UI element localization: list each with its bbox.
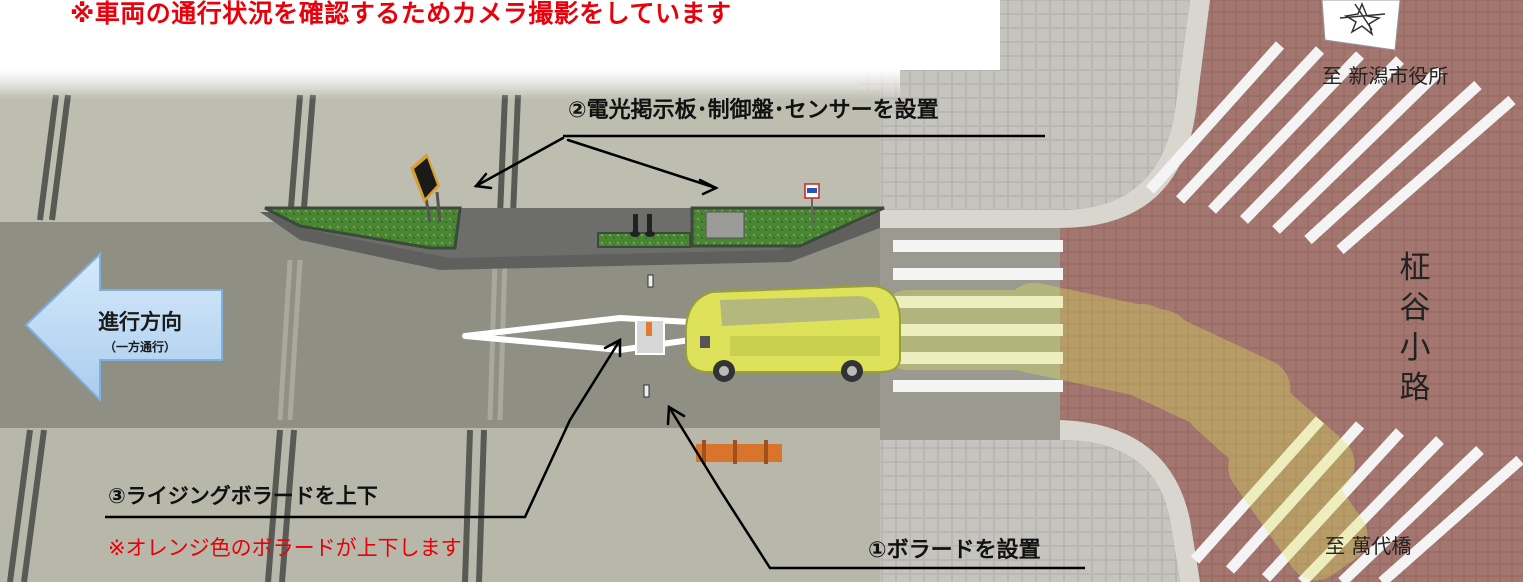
destination-north: 至 新潟市役所 [1322, 64, 1449, 88]
traffic-sign-icon [804, 183, 820, 225]
rising-bollard-note: ※オレンジ色のボラードが上下します [108, 536, 462, 560]
destination-south: 至 萬代橋 [1325, 534, 1412, 558]
callout-bollard-install: ①ボラードを設置 [868, 538, 1041, 563]
header-band [0, 0, 1000, 70]
crosswalk-bottom [1190, 416, 1523, 582]
callout-lines [105, 134, 1085, 570]
electronic-signboard-icon [410, 153, 442, 223]
sensor-posts [630, 214, 655, 237]
crosswalk-top [1145, 41, 1516, 255]
street-name: 柾谷小路 [1399, 250, 1431, 406]
direction-label: 進行方向 [98, 310, 182, 334]
planter-mid [597, 232, 691, 248]
bollard-bottom [643, 384, 650, 398]
sidewalk-bottom [0, 428, 880, 582]
crosswalk-near [893, 240, 1063, 392]
car-icon [684, 284, 901, 382]
bollard-icon [646, 322, 652, 336]
road [0, 222, 880, 428]
callout-sign-install: ②電光掲示板･制御盤･センサーを設置 [568, 98, 939, 123]
header-fade [0, 70, 900, 100]
callout-arrows [473, 136, 772, 570]
rising-bollard-bench [696, 440, 782, 464]
sidewalk-bottom-right [880, 440, 1180, 582]
direction-sub-label: （一方通行） [103, 340, 176, 354]
callout-rising-bollard: ③ライジングボラードを上下 [108, 484, 378, 508]
tactile-lines [7, 94, 521, 582]
direction-arrow-icon [24, 251, 223, 403]
car-trail [880, 282, 1368, 581]
control-box [705, 211, 745, 239]
camera-notice: ※車両の通行状況を確認するためカメラ撮影をしています [70, 0, 732, 28]
compass-icon [1321, 0, 1401, 51]
bollard-top [647, 274, 654, 288]
sidewalk-top [0, 90, 880, 222]
